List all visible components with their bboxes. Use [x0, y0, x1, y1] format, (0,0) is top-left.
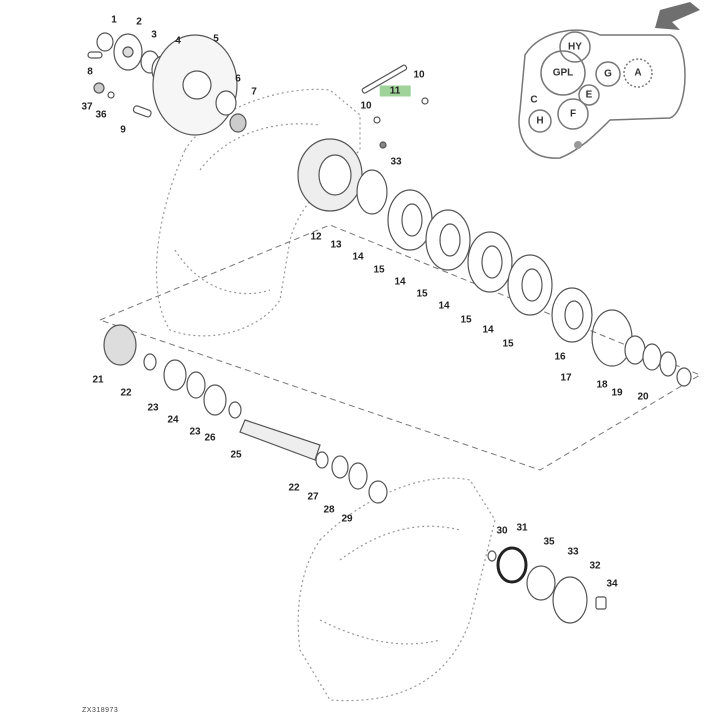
callout[interactable]: 32	[589, 560, 601, 572]
callout[interactable]: 31	[516, 522, 528, 534]
callout[interactable]: 19	[611, 387, 623, 399]
callout[interactable]: 2	[136, 16, 142, 28]
callout[interactable]: 36	[95, 109, 107, 121]
callout[interactable]: 5	[213, 33, 219, 45]
callout[interactable]: 14	[438, 300, 450, 312]
callout[interactable]: 10	[360, 100, 372, 112]
callout[interactable]: 3	[151, 29, 157, 41]
inset-marker	[574, 141, 582, 149]
callout[interactable]: 12	[310, 231, 322, 243]
callout[interactable]: 33	[567, 546, 579, 558]
callout[interactable]: 4	[175, 35, 181, 47]
inset-label: GPL	[552, 67, 574, 79]
assembly-dashed-box	[98, 224, 702, 471]
callout[interactable]: 9	[120, 124, 126, 136]
callout[interactable]: 15	[460, 314, 472, 326]
callout[interactable]: 22	[288, 482, 300, 494]
callout[interactable]: 6	[235, 73, 241, 85]
callout[interactable]: 14	[394, 276, 406, 288]
callout[interactable]: 21	[92, 374, 104, 386]
callout[interactable]: 33	[390, 156, 402, 168]
callout[interactable]: 17	[560, 372, 572, 384]
callout[interactable]: 23	[147, 402, 159, 414]
callout[interactable]: 7	[251, 86, 257, 98]
inset-label: H	[536, 115, 544, 127]
housing-upper-outline	[155, 88, 361, 337]
callout[interactable]: 22	[120, 387, 132, 399]
callout[interactable]: 29	[341, 513, 353, 525]
inset-label: E	[585, 89, 593, 101]
inset-label: A	[634, 67, 642, 79]
callout[interactable]: 18	[596, 379, 608, 391]
inset-label: G	[604, 68, 612, 80]
inset-housing	[518, 29, 686, 159]
inset-label: HY	[568, 41, 582, 53]
callout[interactable]: 28	[323, 504, 335, 516]
callout[interactable]: 15	[416, 288, 428, 300]
callout[interactable]: 14	[482, 324, 494, 336]
callout[interactable]: 13	[330, 239, 342, 251]
callout-highlighted[interactable]: 11	[379, 85, 411, 97]
image-id: ZX318973	[82, 707, 119, 714]
inset-label: F	[569, 108, 577, 120]
callout[interactable]: 35	[543, 536, 555, 548]
callout[interactable]: 8	[87, 66, 93, 78]
callout[interactable]: 37	[81, 101, 93, 113]
callout[interactable]: 15	[373, 264, 385, 276]
callout[interactable]: 1	[111, 14, 117, 26]
callout[interactable]: 23	[189, 426, 201, 438]
inset-label: C	[530, 94, 538, 106]
callout[interactable]: 14	[352, 251, 364, 263]
callout[interactable]: 20	[637, 391, 649, 403]
callout[interactable]: 34	[606, 578, 618, 590]
view-direction-arrow-icon	[655, 2, 700, 30]
callout[interactable]: 25	[230, 449, 242, 461]
parts	[87, 32, 692, 624]
callout[interactable]: 16	[554, 351, 566, 363]
callout[interactable]: 24	[167, 414, 179, 426]
callout[interactable]: 10	[413, 69, 425, 81]
callout[interactable]: 27	[307, 491, 319, 503]
housing-lower-outline	[297, 477, 496, 702]
callout[interactable]: 15	[502, 338, 514, 350]
callout[interactable]: 26	[204, 432, 216, 444]
callout[interactable]: 30	[496, 525, 508, 537]
